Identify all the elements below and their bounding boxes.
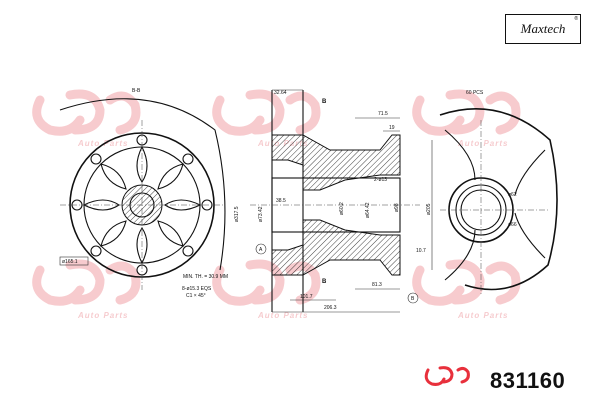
section-marker-top: B (322, 99, 327, 105)
dim-73-42: ø73.42 (258, 206, 264, 222)
section-view: 32.64 B B A B 71.5 19 2-ø13 38.5 ø317.5 … (234, 89, 433, 313)
min-thickness-note: MIN. TH. = 30.9 MM (183, 274, 228, 280)
brand-mark (424, 366, 470, 386)
dim-66: ø66 (508, 222, 517, 228)
chamfer-note: C1 × 45° (186, 293, 206, 299)
section-label: B-B (132, 88, 141, 94)
dim-317-5: ø317.5 (234, 206, 240, 222)
dim-2x13: 2-ø13 (374, 177, 387, 183)
datum-a-circle (255, 243, 267, 255)
maxtech-logo: Maxtech ® (505, 14, 581, 44)
dim-101-7: 101.7 (300, 294, 313, 300)
dim-64-42: ø64.42 (365, 202, 371, 218)
view-label: 60 PCS (466, 90, 484, 96)
watermark-text: Auto Parts (77, 139, 128, 148)
section-marker-bottom: B (322, 279, 327, 285)
dim-62: ø62 (508, 192, 517, 198)
hub-section-lower (271, 219, 401, 276)
dim-98: ø98 (394, 203, 400, 212)
dim-disc-width: 32.64 (274, 90, 287, 96)
front-view: B-B ø165.1 MIN. TH. = 30.9 MM 8-ø1 (59, 88, 228, 299)
dim-81-3: 81.3 (372, 282, 382, 288)
hub-section-upper (271, 134, 401, 191)
dim-19: 19 (389, 125, 395, 131)
disc-outer-arc (59, 98, 226, 271)
dim-38-5: 38.5 (276, 198, 286, 204)
rear-view: 60 PCS ø62 ø66 (439, 90, 558, 295)
dim-71-5: 71.5 (378, 111, 388, 117)
dim-206-3: 206.3 (324, 305, 337, 311)
watermark-text: Auto Parts (257, 311, 308, 320)
watermark-text: Auto Parts (457, 311, 508, 320)
trademark-symbol: ® (574, 16, 578, 22)
logo-text: Maxtech (520, 21, 566, 36)
rear-outer-arc (439, 108, 558, 291)
bolt-note: 8-ø15.3 EQS (182, 286, 212, 292)
dim-hub-diameter: ø165.1 (62, 259, 78, 265)
watermark-text: Auto Parts (77, 311, 128, 320)
datum-b-circle (407, 292, 419, 304)
watermark-logos: Auto Parts Auto Parts Auto Parts Auto Pa… (32, 89, 521, 320)
watermark-text: Auto Parts (457, 139, 508, 148)
part-number: 831160 (490, 368, 566, 393)
dim-10-7: 10.7 (416, 248, 426, 254)
dim-60-2: ø60.2 (339, 202, 345, 215)
datum-b: B (411, 296, 415, 302)
datum-a: A (259, 247, 263, 253)
dim-205: ø205 (426, 203, 432, 215)
